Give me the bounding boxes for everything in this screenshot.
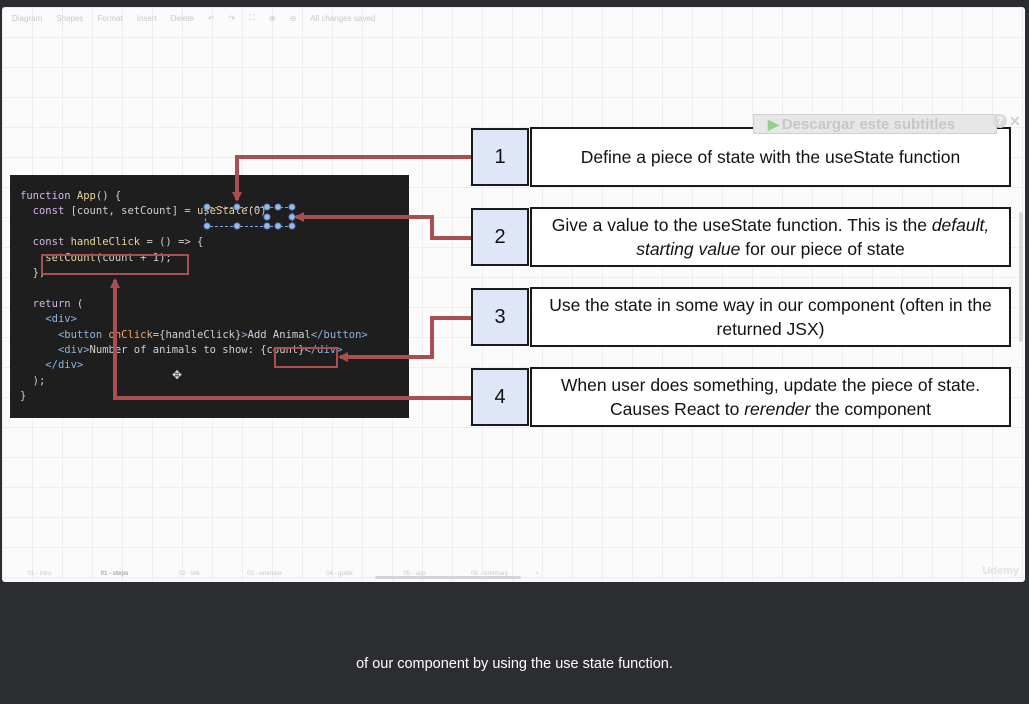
arrow-step-1: [232, 155, 472, 202]
download-subtitles-label: Descargar este subtitles: [781, 115, 956, 133]
step-2-text-b: for our piece of state: [740, 239, 905, 259]
video-caption: of our component by using the use state …: [356, 656, 673, 672]
help-icon[interactable]: ?: [993, 114, 1007, 128]
step-4-number: 4: [471, 368, 529, 426]
redo-icon[interactable]: ↷: [228, 13, 236, 23]
arrow-step-4: [110, 278, 472, 400]
menu-shapes[interactable]: Shapes: [56, 13, 84, 23]
tab-intro[interactable]: 01 - intro: [27, 571, 52, 577]
close-icon[interactable]: ✕: [1009, 113, 1021, 129]
code-line-1: function App() {: [20, 190, 122, 202]
tab-app[interactable]: 05 - app: [403, 571, 426, 577]
arrow-step-3: [338, 316, 472, 362]
menu-format[interactable]: Format: [97, 13, 123, 23]
code-line-12: </div>: [45, 359, 84, 372]
step-1-label: Define a piece of state with the useStat…: [580, 147, 961, 167]
udemy-watermark: Udemy: [982, 565, 1019, 577]
download-subtitles-button[interactable]: ▶ Descargar este subtitles: [753, 114, 997, 134]
step-3-label: Use the state in some way in our compone…: [549, 295, 992, 339]
code-line-10: <button onClick={handleClick}>Add Animal…: [57, 328, 368, 341]
step-2-text-a: Give a value to the useState function. T…: [551, 215, 932, 235]
save-status: All changes saved: [310, 13, 376, 23]
highlight-count-jsx: [274, 347, 338, 368]
step-2-text: Give a value to the useState function. T…: [530, 207, 1011, 267]
zoom-in-icon[interactable]: ⊕: [268, 13, 276, 23]
tab-summary[interactable]: 06 - summary: [471, 571, 508, 577]
code-line-13: );: [20, 374, 46, 387]
top-strip: [0, 0, 1029, 7]
arrow-step-2: [294, 212, 472, 240]
step-4-text-b: the component: [810, 399, 932, 419]
menu-diagram[interactable]: Diagram: [12, 13, 43, 23]
move-cursor-icon: ✥: [172, 368, 182, 382]
play-icon: ▶: [768, 115, 779, 132]
step-4-text-a: When user does something, update the pie…: [560, 375, 981, 419]
code-line-14: }: [20, 390, 27, 403]
step-4-text-em: rerender: [744, 399, 811, 419]
page-tabs: 01 - intro 01 - steps 02 - link 03 - rer…: [2, 566, 1025, 582]
menu-insert[interactable]: Insert: [136, 13, 157, 23]
step-4-label: When user does something, update the pie…: [536, 373, 1005, 421]
fullscreen-icon[interactable]: ⛶: [249, 13, 255, 22]
diagram-canvas[interactable]: Diagram Shapes Format Insert Delete ↶ ↷ …: [2, 7, 1025, 582]
tab-link[interactable]: 02 - link: [178, 571, 200, 577]
code-snippet: function App() { const [count, setCount]…: [10, 175, 409, 418]
step-2-number: 2: [471, 208, 529, 266]
horizontal-scrollbar[interactable]: [375, 576, 521, 579]
step-3-text: Use the state in some way in our compone…: [530, 287, 1011, 347]
undo-icon[interactable]: ↶: [207, 13, 215, 23]
code-line-8: return (: [32, 297, 84, 310]
step-2-label: Give a value to the useState function. T…: [536, 213, 1005, 261]
add-page-button[interactable]: +: [535, 571, 539, 577]
menubar: Diagram Shapes Format Insert Delete ↶ ↷ …: [2, 7, 1025, 29]
zoom-out-icon[interactable]: ⊖: [289, 13, 297, 23]
step-1-text: Define a piece of state with the useStat…: [530, 127, 1011, 187]
tab-rerender[interactable]: 03 - rerender: [247, 571, 282, 577]
menu-delete[interactable]: Delete: [170, 13, 194, 23]
step-2-text-em: default, starting value: [636, 215, 990, 259]
vertical-scrollbar[interactable]: [1019, 212, 1023, 342]
step-3-number: 3: [471, 288, 529, 346]
tab-steps[interactable]: 01 - steps: [100, 571, 129, 577]
tab-guide[interactable]: 04 - guide: [326, 571, 353, 577]
code-line-9: <div>: [45, 313, 77, 326]
highlight-setcount: [41, 254, 189, 275]
step-4-text: When user does something, update the pie…: [530, 367, 1011, 427]
code-line-4: const handleClick = () => {: [32, 236, 204, 249]
step-1-number: 1: [471, 128, 529, 186]
